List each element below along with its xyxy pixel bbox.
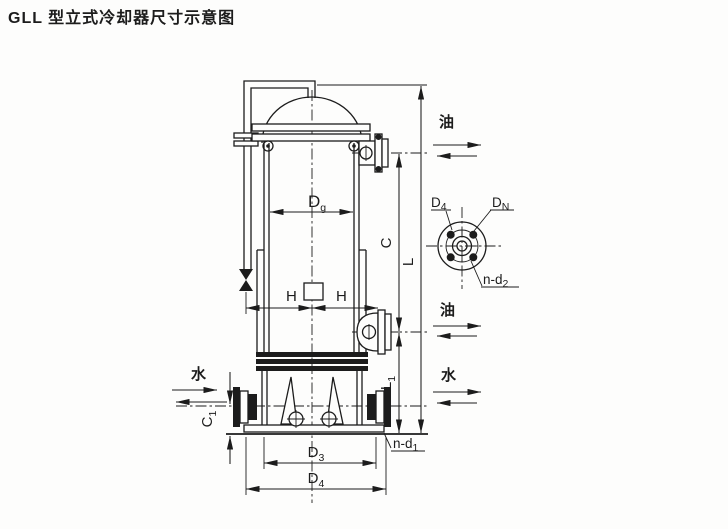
leader-line-dn [473, 209, 492, 232]
centerlines [176, 90, 428, 503]
nozzle-flange-plate [384, 313, 392, 351]
bolt-hole [446, 230, 455, 239]
flange-outline [437, 221, 487, 271]
oil-label-top: 油 [439, 113, 454, 131]
bolt-hole [446, 253, 455, 262]
nozzle-flange-plate [384, 387, 391, 427]
valve-icon [239, 280, 253, 291]
fin-band [256, 366, 368, 371]
pipe-outer-line [243, 80, 316, 270]
dim-label-l: L [400, 258, 417, 266]
valve-icon [239, 269, 253, 280]
dimensions: Dg H H C L1 L C1 D3 D4 n-d1 [199, 84, 427, 495]
head-flange-upper [251, 123, 371, 132]
water-nozzle-left [233, 387, 257, 427]
oil-label-mid: 油 [440, 301, 455, 319]
inlet-pipe [233, 80, 316, 291]
dim-label-c: C [378, 237, 395, 248]
detail-label-n-d2: n-d2 [483, 272, 509, 290]
flow-annotations: 油 油 水 水 [172, 113, 481, 407]
dim-label-d3: D3 [308, 444, 325, 464]
dim-label-dg: Dg [308, 192, 326, 214]
label-n-d1: n-d1 [393, 436, 419, 454]
fin-band [256, 359, 368, 364]
bolt-hole [469, 253, 478, 262]
nozzle-flange-plate [233, 387, 240, 427]
nozzle-flange-plate [377, 309, 386, 355]
oil-nozzle-lower [356, 309, 392, 355]
vessel [226, 96, 428, 435]
water-label-right: 水 [441, 366, 457, 384]
dim-label-l1: L1 [378, 376, 398, 390]
nozzle-spacer [375, 390, 385, 424]
head-flange-lower [251, 133, 371, 142]
bolt-circle [445, 229, 479, 263]
dome-head [261, 96, 363, 144]
flange-bolt-dot [375, 134, 382, 140]
flange-hub [456, 240, 468, 252]
base-plate [243, 424, 385, 433]
dim-label-h-left: H [286, 288, 297, 305]
flange-bolt-dot [375, 166, 382, 172]
dim-label-h-right: H [336, 288, 347, 305]
leader-line-nd1 [383, 432, 392, 449]
nozzle-neck [367, 394, 376, 420]
water-label-left: 水 [191, 365, 207, 383]
sight-glass [303, 282, 324, 301]
nozzle-spacer [239, 390, 249, 424]
nozzle-flange-plate [381, 138, 389, 168]
detail-label-dn: DN [492, 195, 509, 213]
leader-line-nd2 [470, 260, 483, 287]
flange-detail-view: D4 DN n-d2 [426, 195, 519, 290]
page-title: GLL 型立式冷却器尺寸示意图 [8, 8, 235, 27]
pipe-flange-plate [233, 140, 259, 147]
leader-line-d4 [445, 210, 453, 231]
nozzle-neck [248, 394, 257, 420]
water-nozzle-right [367, 387, 391, 427]
oil-nozzle-upper [358, 133, 389, 173]
dim-label-d4: D4 [308, 470, 325, 490]
flange-bore [451, 235, 473, 257]
bolt-hole [469, 230, 478, 239]
dim-label-c1: C1 [199, 411, 219, 428]
detail-label-d4: D4 [431, 195, 447, 213]
pipe-inner-line [250, 87, 309, 270]
fin-band [256, 352, 368, 357]
